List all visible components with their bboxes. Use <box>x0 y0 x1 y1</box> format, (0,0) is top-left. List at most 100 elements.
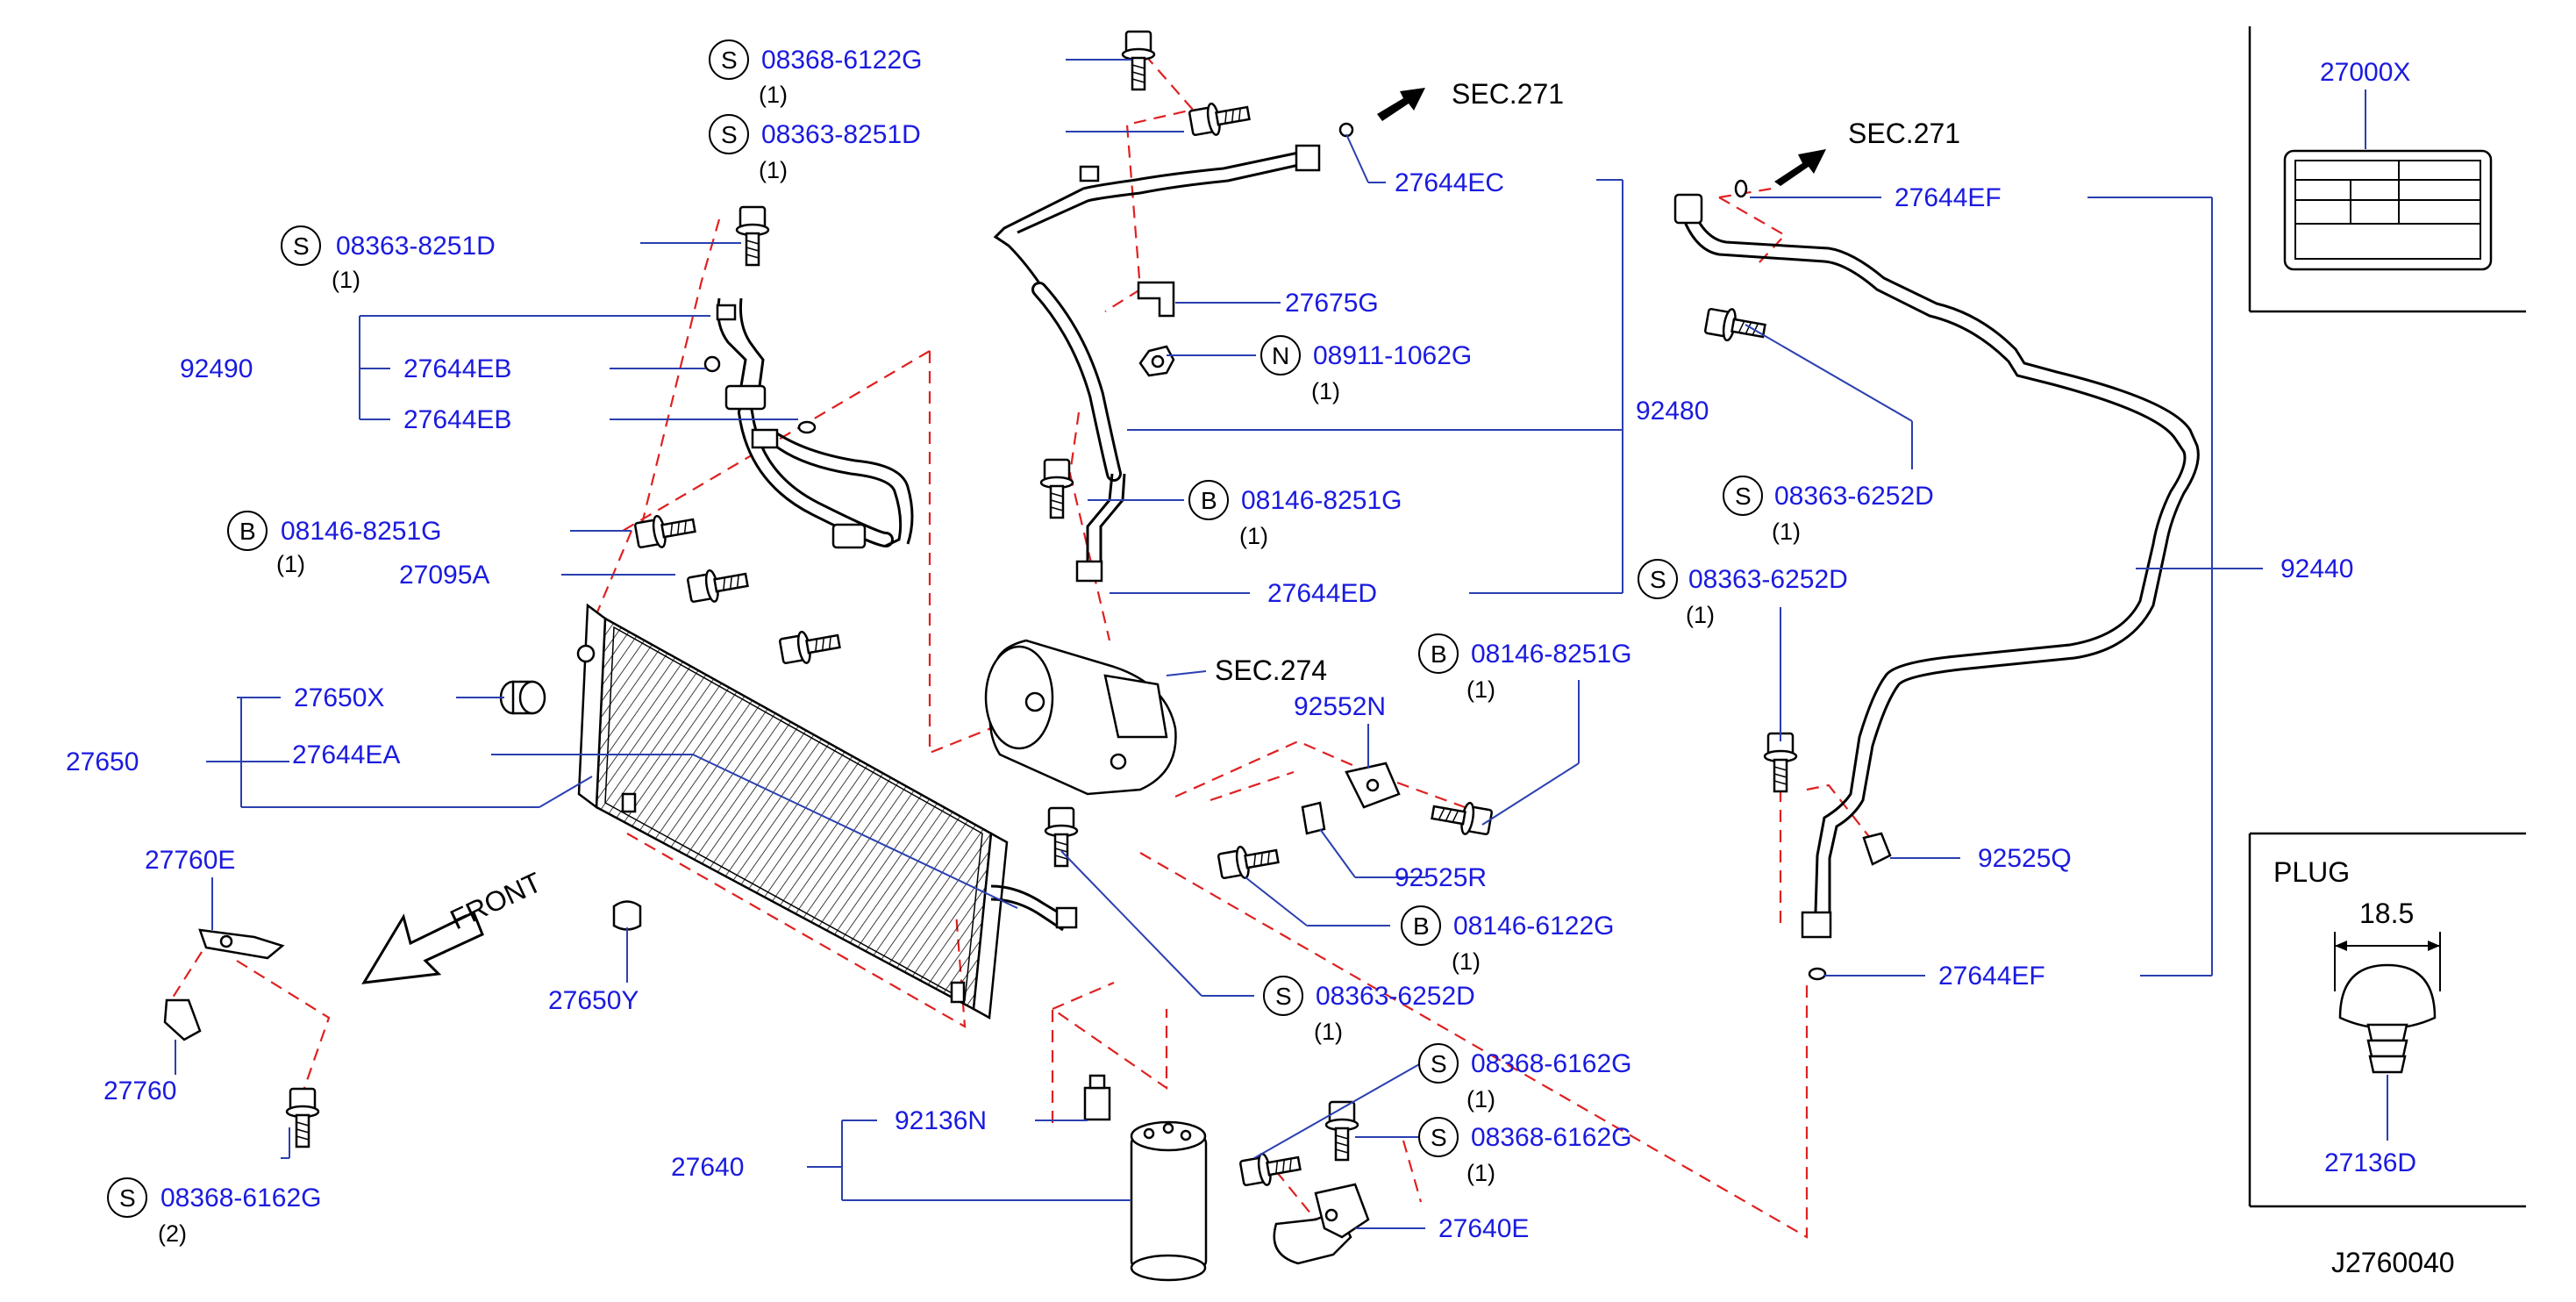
part-27650[interactable]: 27650 <box>66 748 139 776</box>
plug-part-drawing <box>2338 963 2437 1074</box>
dashed-guides <box>170 39 1878 1239</box>
bracket-27675G <box>1137 281 1175 318</box>
callout-part-c12[interactable]: 08368-6162G <box>1471 1049 1632 1078</box>
bushing-27650Y <box>612 900 642 931</box>
callout-qty-c2: (1) <box>759 157 788 183</box>
plug-dimension: 18.5 <box>2359 898 2414 929</box>
front-label: FRONT <box>446 866 546 935</box>
part-92480[interactable]: 92480 <box>1636 397 1709 426</box>
part-27760[interactable]: 27760 <box>103 1077 176 1105</box>
callout-part-c1[interactable]: 08368-6122G <box>761 46 923 75</box>
sec271-top-label[interactable]: SEC.271 <box>1452 78 1564 110</box>
callout-part-c2[interactable]: 08363-8251D <box>761 120 921 149</box>
callout-part-c6[interactable]: 08146-8251G <box>1241 486 1402 515</box>
callout-part-c5[interactable]: 08911-1062G <box>1313 341 1472 370</box>
part-27644EC[interactable]: 27644EC <box>1395 168 1504 197</box>
part-27095A[interactable]: 27095A <box>399 561 489 590</box>
bolt-08363-6252D-mid <box>1044 806 1079 868</box>
sec274-label[interactable]: SEC.274 <box>1215 655 1327 686</box>
callout-qty-c14: (2) <box>158 1220 187 1247</box>
bolt-08146-8251G-right <box>1429 795 1495 840</box>
part-27640E[interactable]: 27640E <box>1438 1214 1529 1243</box>
callout-code-c11: S <box>1650 566 1666 593</box>
callout-qty-c1: (1) <box>759 82 788 108</box>
callout-part-c10[interactable]: 08363-6252D <box>1774 482 1934 511</box>
clip-92525Q <box>1862 832 1892 866</box>
callout-qty-c13: (1) <box>1466 1160 1495 1186</box>
part-27644EF-top[interactable]: 27644EF <box>1895 183 2002 212</box>
sec271-right-label[interactable]: SEC.271 <box>1848 118 1960 149</box>
part-27760E[interactable]: 27760E <box>145 846 235 875</box>
part-27675G[interactable]: 27675G <box>1285 289 1379 318</box>
pipe-92480 <box>993 122 1354 583</box>
callout-qty-c12: (1) <box>1466 1086 1495 1112</box>
callout-code-c14: S <box>119 1184 136 1212</box>
sec271-top-arrow: SEC.271 <box>1377 78 1564 121</box>
bolt-08363-6252D-top <box>1702 304 1768 348</box>
part-27644EB-1[interactable]: 27644EB <box>403 354 511 383</box>
part-92136N[interactable]: 92136N <box>895 1106 987 1135</box>
part-92525Q[interactable]: 92525Q <box>1978 844 2072 873</box>
callout-part-c3[interactable]: 08363-8251D <box>336 232 496 261</box>
bolt-08363-8251D-top <box>1187 96 1252 140</box>
callout-part-c7[interactable]: 08146-8251G <box>1471 640 1632 669</box>
receiver-drier <box>1130 1120 1208 1282</box>
part-92490[interactable]: 92490 <box>180 354 253 383</box>
part-27644EB-2[interactable]: 27644EB <box>403 405 511 434</box>
bolt-08363-6252D-right <box>1763 732 1798 793</box>
bolt-08146-6122G <box>1216 839 1281 884</box>
callout-part-c4[interactable]: 08146-8251G <box>281 517 442 546</box>
callout-part-c8[interactable]: 08146-6122G <box>1453 912 1615 941</box>
callout-qty-c4: (1) <box>276 551 305 577</box>
callout-code-c10: S <box>1735 483 1752 510</box>
condenser-27650 <box>576 603 1078 1020</box>
bolt-08368-6162G-b <box>1238 1146 1303 1191</box>
plug-part-number[interactable]: 27136D <box>2324 1148 2416 1177</box>
callout-code-c12: S <box>1431 1050 1447 1077</box>
callout-part-c13[interactable]: 08368-6162G <box>1471 1123 1632 1152</box>
part-27640[interactable]: 27640 <box>671 1153 744 1182</box>
callout-qty-c8: (1) <box>1452 948 1481 975</box>
callout-code-c6: B <box>1201 487 1217 514</box>
label-box-part-number[interactable]: 27000X <box>2320 58 2410 87</box>
plug-title: PLUG <box>2273 856 2350 888</box>
switch-92136N <box>1083 1074 1111 1121</box>
callout-qty-c10: (1) <box>1772 519 1801 545</box>
leader-lines <box>175 59 2263 1229</box>
bolt-condenser-top <box>777 624 843 669</box>
part-92525R[interactable]: 92525R <box>1395 863 1487 892</box>
part-27644EA[interactable]: 27644EA <box>292 740 400 769</box>
bracket-27760E <box>198 928 285 960</box>
part-27650Y[interactable]: 27650Y <box>548 986 639 1015</box>
clip-92525R <box>1301 801 1326 835</box>
bolt-08146-8251G-mid <box>1039 458 1074 519</box>
callout-part-c11[interactable]: 08363-6252D <box>1688 565 1848 594</box>
pipe-92490 <box>703 297 914 549</box>
label-plate <box>2283 149 2493 271</box>
callout-code-c13: S <box>1431 1124 1447 1151</box>
callout-code-c3: S <box>293 232 310 260</box>
plug-panel: PLUG 18.5 27136D <box>2248 832 2526 1208</box>
label-box-panel: 27000X <box>2248 26 2526 313</box>
part-92552N[interactable]: 92552N <box>1294 692 1386 721</box>
callout-qty-c5: (1) <box>1311 378 1340 404</box>
pipe-92440 <box>1673 179 2200 981</box>
part-92440[interactable]: 92440 <box>2280 554 2353 583</box>
bolt-08368-6162G-c <box>285 1087 320 1148</box>
front-direction-arrow: FRONT <box>361 866 546 984</box>
diagram-id: J2760040 <box>2331 1247 2455 1278</box>
callout-part-c9[interactable]: 08363-6252D <box>1316 982 1475 1011</box>
part-27644ED[interactable]: 27644ED <box>1267 579 1377 608</box>
bracket-92552N <box>1345 762 1401 809</box>
part-27644EF-bottom[interactable]: 27644EF <box>1938 962 2045 991</box>
drier-bracket-27640E <box>1273 1183 1370 1265</box>
callout-code-c7: B <box>1431 640 1447 668</box>
callout-part-c14[interactable]: 08368-6162G <box>161 1184 322 1213</box>
callout-qty-c9: (1) <box>1314 1019 1343 1045</box>
callout-qty-c11: (1) <box>1686 602 1715 628</box>
bushing-27650X <box>499 680 546 715</box>
part-27650X[interactable]: 27650X <box>294 683 384 712</box>
compressor: SEC.274 <box>984 639 1327 796</box>
callout-qty-c7: (1) <box>1466 676 1495 703</box>
